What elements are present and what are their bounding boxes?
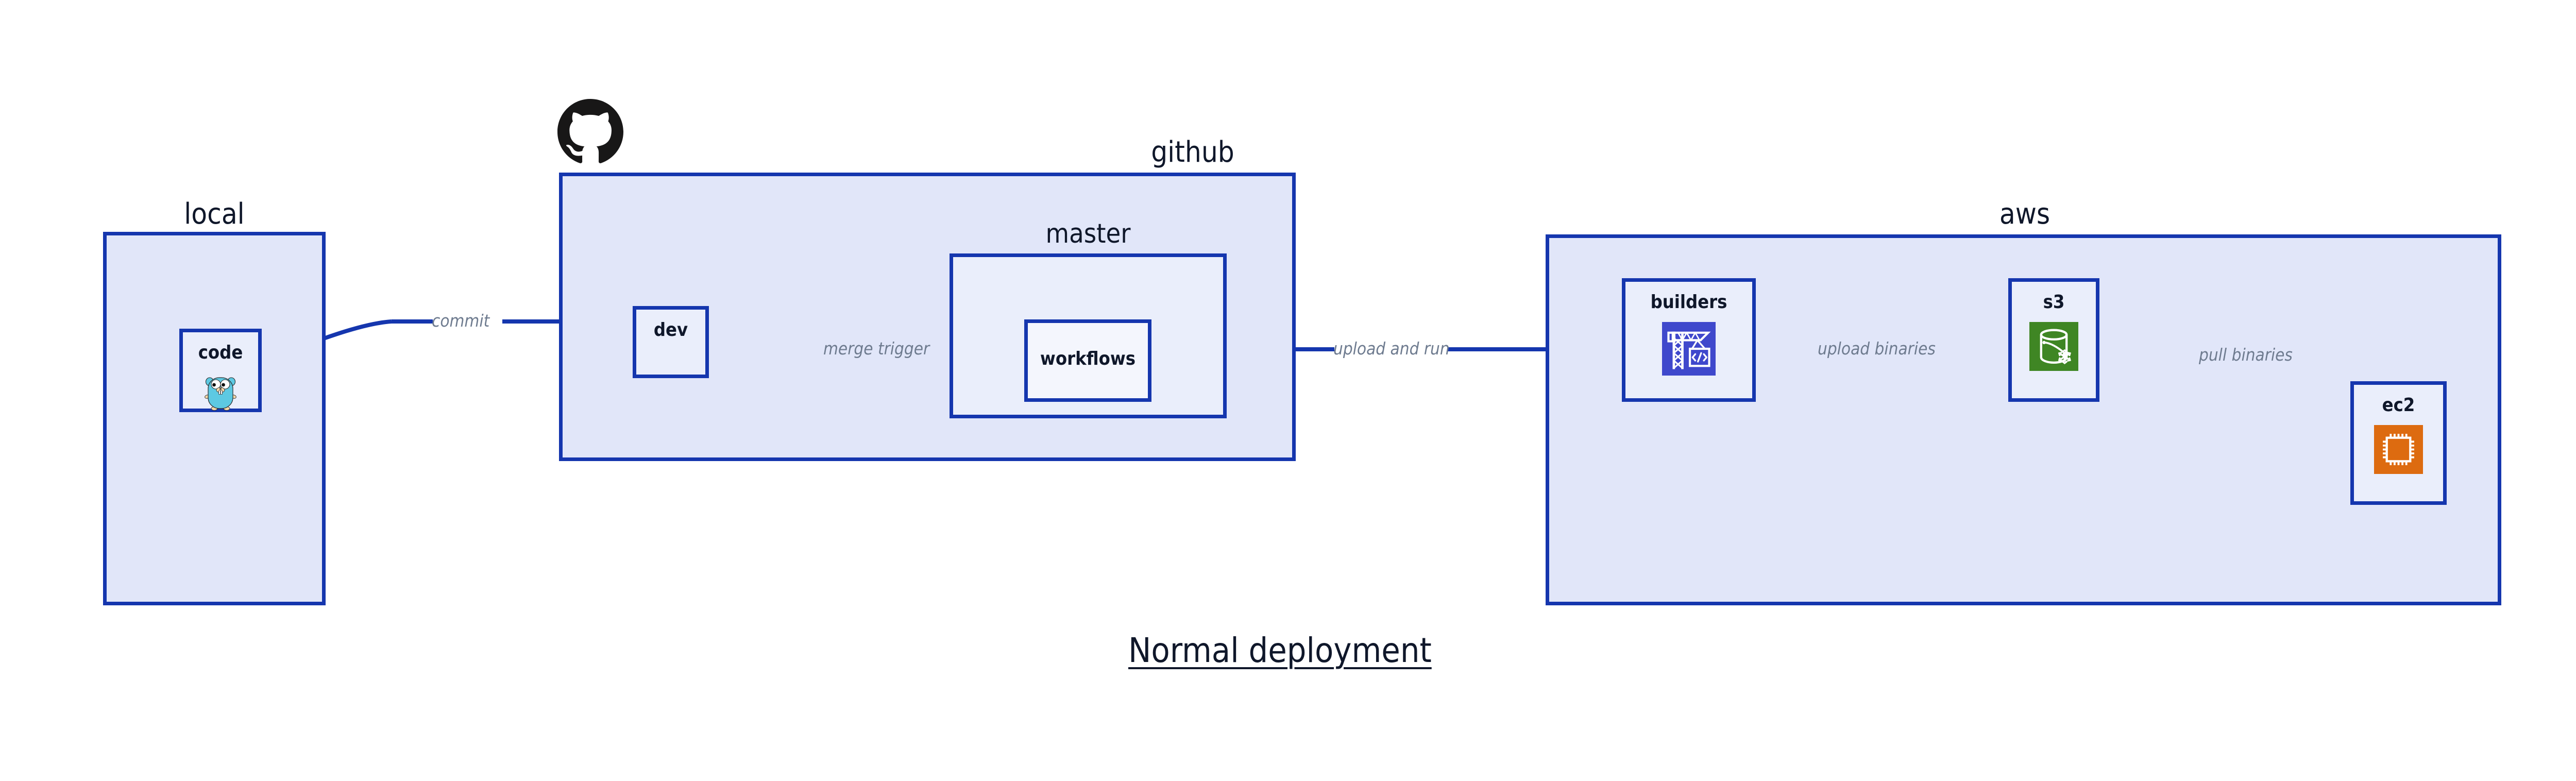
go-gopher-icon [205,372,236,413]
aws-ec2-icon [2374,425,2423,476]
zone-master-label: master [1045,218,1131,249]
diagram-caption: Normal deployment [1128,631,1432,670]
zone-github-label: github [1151,135,1234,169]
zone-aws-label: aws [1999,197,2050,231]
node-ec2-label: ec2 [2382,395,2415,416]
edge-label-upload-binaries: upload binaries [1818,338,1936,359]
edge-label-upload-and-run: upload and run [1333,338,1450,359]
node-builders-label: builders [1650,292,1727,313]
node-ec2[interactable]: ec2 [2350,381,2447,505]
zone-local-label: local [184,197,245,231]
edge-label-merge-trigger: merge trigger [823,338,930,359]
node-s3-label: s3 [2043,292,2065,313]
node-workflows-label: workflows [1040,348,1136,369]
edge-label-pull-binaries: pull binaries [2199,345,2293,365]
node-dev[interactable]: dev [633,306,709,378]
edge-label-commit: commit [432,311,490,331]
github-octocat-icon [557,99,623,165]
node-code-label: code [198,342,243,363]
zone-local [103,232,326,605]
node-code[interactable]: code [179,329,262,412]
node-builders[interactable]: builders [1622,278,1756,402]
node-s3[interactable]: s3 [2008,278,2099,402]
aws-s3-glacier-icon [2029,322,2078,373]
node-dev-label: dev [653,319,688,341]
node-workflows[interactable]: workflows [1024,319,1151,402]
aws-codebuild-icon [1662,322,1716,378]
